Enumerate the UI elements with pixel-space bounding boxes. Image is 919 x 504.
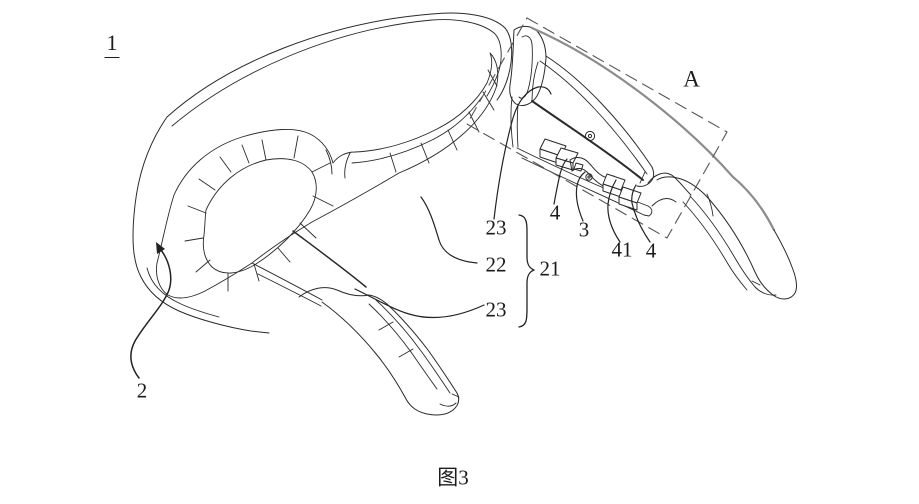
- leader-3: [575, 171, 586, 222]
- label-3: 3: [578, 217, 590, 242]
- leader-lines: [130, 86, 651, 379]
- label-4-right: 4: [645, 238, 657, 263]
- leader-23-lower: [354, 288, 485, 319]
- region-a-dashed-box: [466, 17, 728, 239]
- label-assembly-1: 1: [104, 32, 120, 58]
- leader-4-left: [553, 158, 568, 205]
- label-23-lower: 23: [485, 297, 507, 322]
- leader-23-upper: [493, 86, 552, 220]
- arrowhead-icon: [156, 242, 165, 254]
- brace-21: [518, 214, 535, 328]
- figure-caption: 图3: [437, 465, 469, 490]
- label-4-left: 4: [549, 200, 561, 225]
- leader-2-arrow: [130, 249, 172, 379]
- label-22: 22: [485, 252, 507, 277]
- screw-icon: [584, 130, 596, 142]
- label-region-a: A: [683, 66, 701, 92]
- leader-22: [420, 196, 478, 264]
- screw-icon: [587, 133, 593, 139]
- right-temple-arm: [530, 26, 797, 300]
- face-cushion-mesh: [156, 52, 499, 299]
- side-panel: [531, 55, 655, 187]
- label-2: 2: [136, 378, 148, 403]
- leader-4-right: [631, 184, 651, 243]
- label-41: 41: [611, 237, 633, 262]
- label-21: 21: [539, 256, 561, 281]
- label-23-upper: 23: [485, 215, 507, 240]
- leader-41: [607, 179, 621, 243]
- visor-body-outline: [132, 12, 513, 334]
- left-temple-arm: [251, 230, 460, 416]
